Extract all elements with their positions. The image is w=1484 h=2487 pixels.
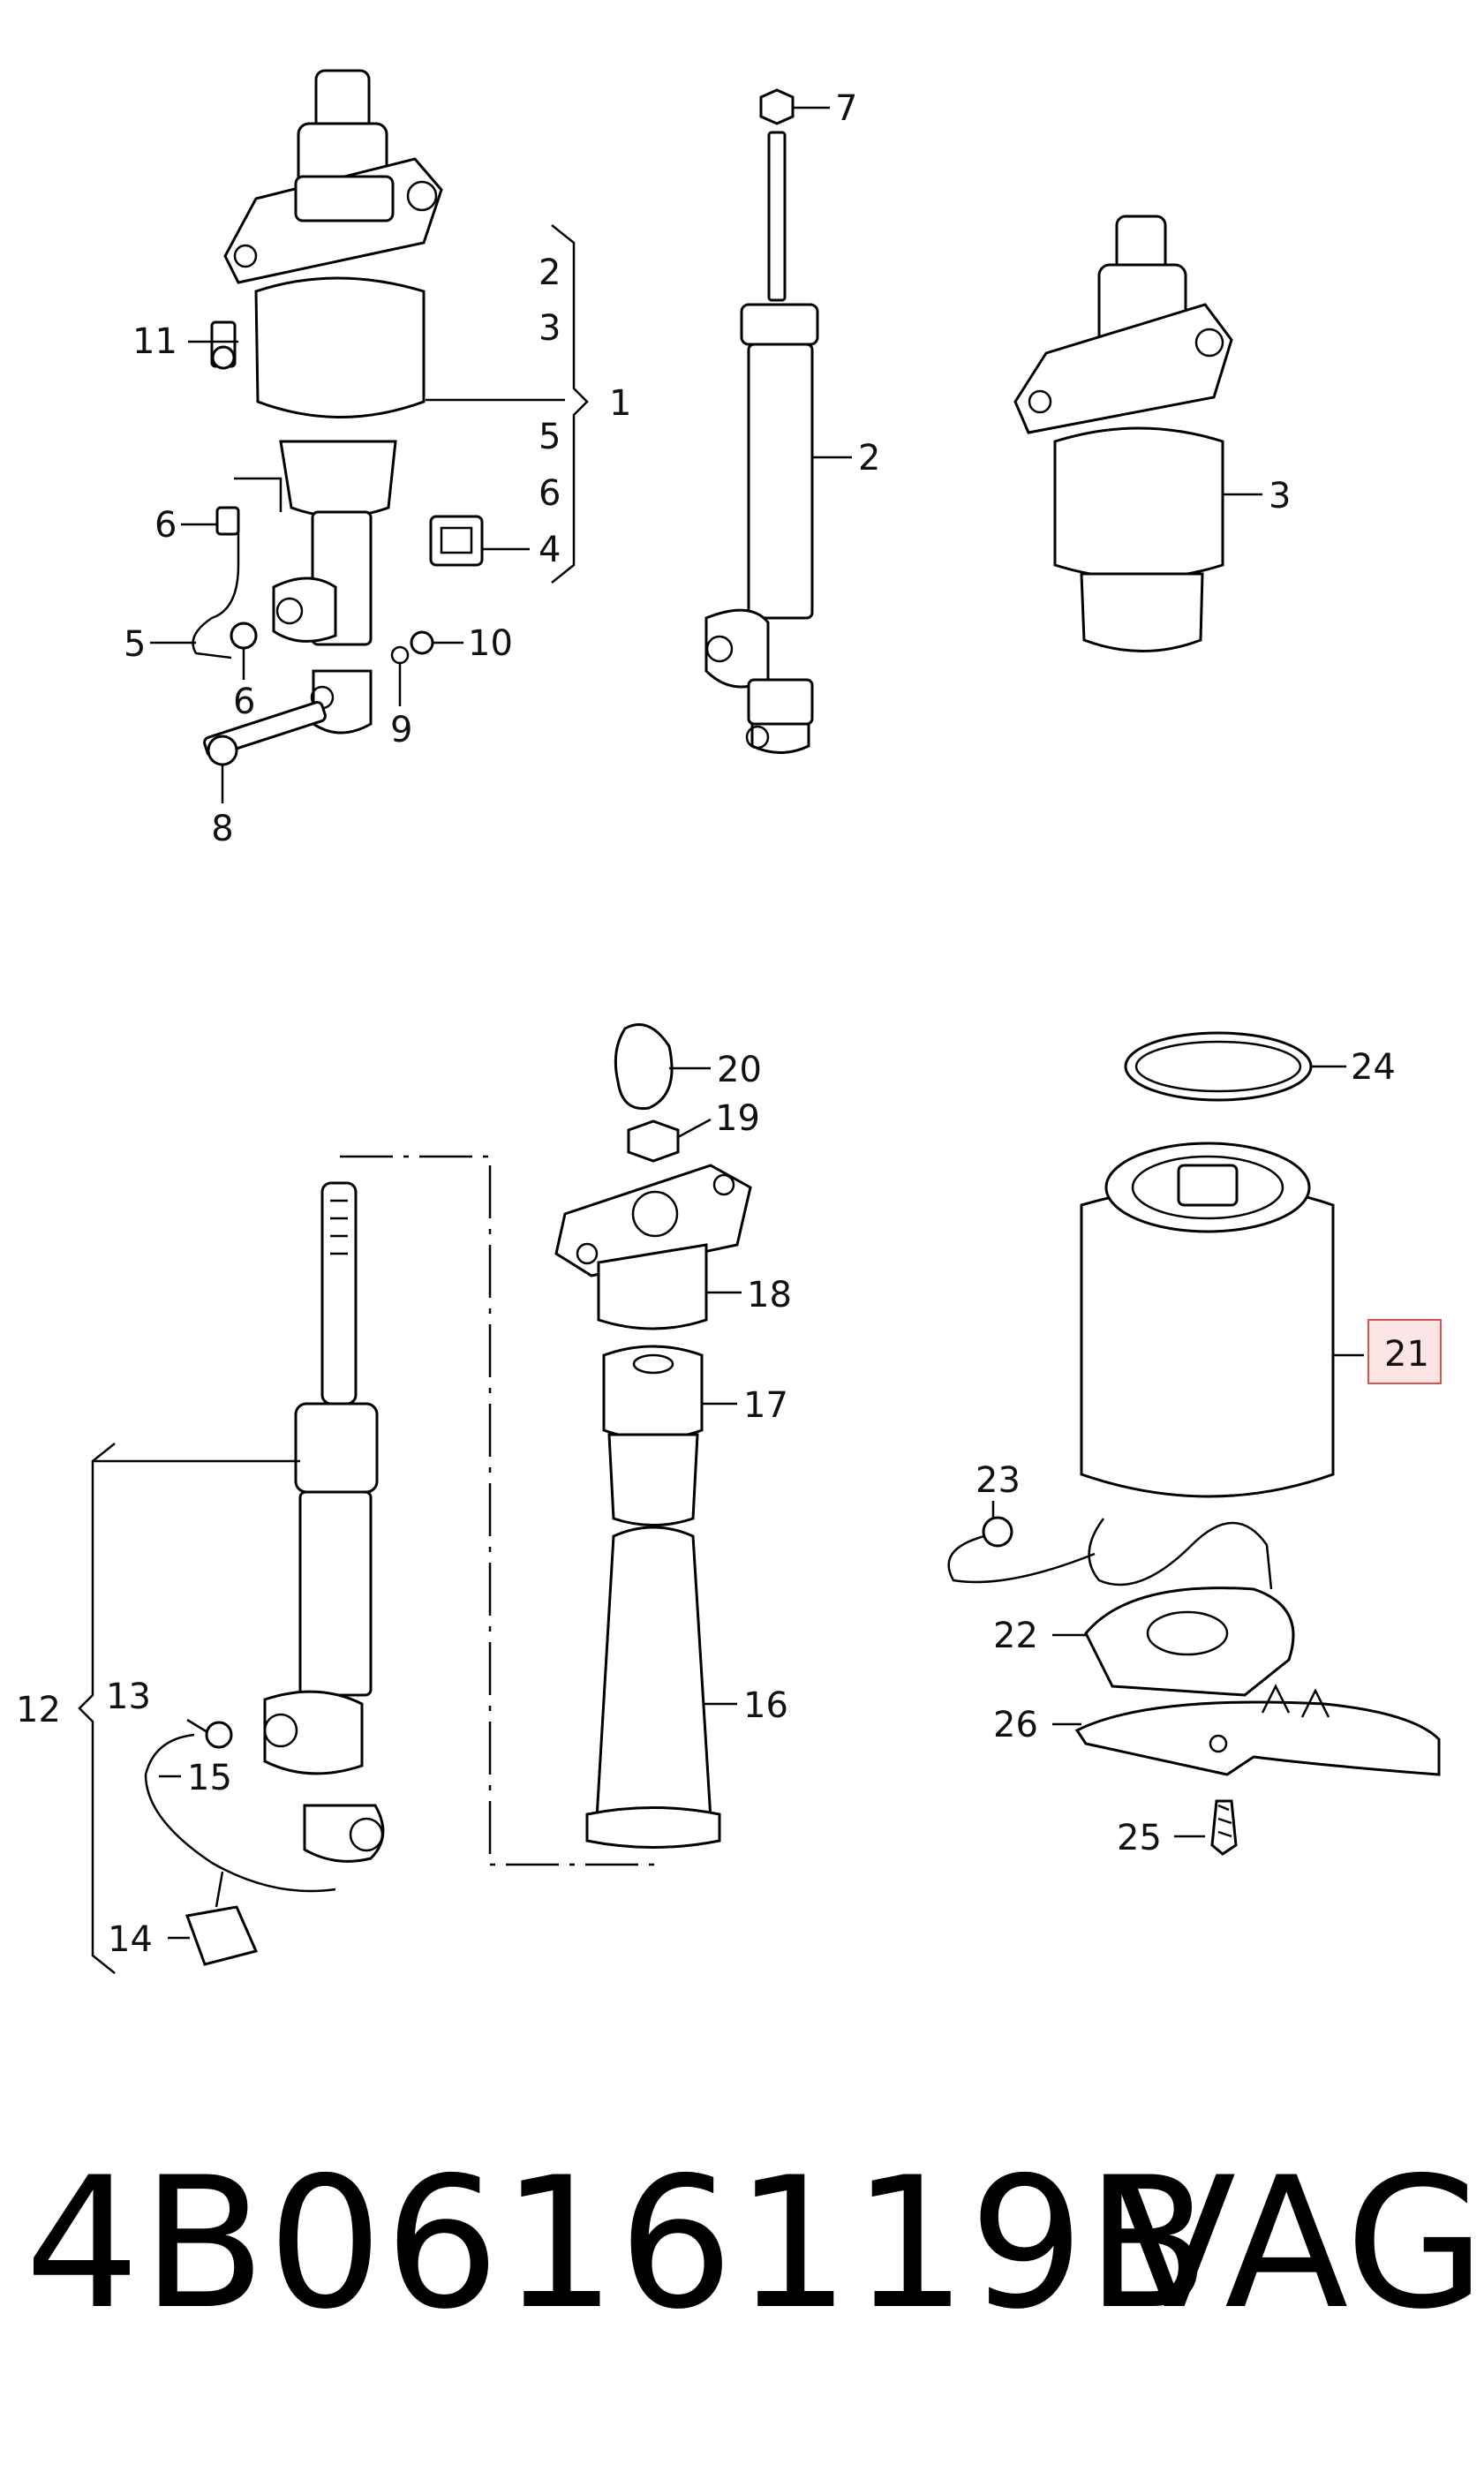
callout-8: 8 <box>211 809 233 849</box>
callout-12: 12 <box>16 1690 61 1730</box>
brand-name: VAG <box>1112 2139 1484 2349</box>
callout-20: 20 <box>717 1050 762 1090</box>
callout-17: 17 <box>743 1385 788 1426</box>
callout-19: 19 <box>715 1098 760 1139</box>
callout-18: 18 <box>747 1275 792 1315</box>
callout-6a: 6 <box>539 473 561 514</box>
callout-6b: 6 <box>154 505 177 546</box>
callout-26: 26 <box>993 1705 1038 1745</box>
strut-assembly <box>150 69 589 803</box>
callout-16: 16 <box>743 1685 788 1726</box>
callout-11: 11 <box>132 321 177 362</box>
callout-labels: 2 3 1 5 6 4 11 6 5 6 8 9 10 7 2 3 12 13 … <box>16 88 1429 1960</box>
top-mount-stack <box>554 1023 752 1849</box>
callout-9: 9 <box>390 710 412 750</box>
callout-24: 24 <box>1351 1047 1396 1088</box>
callout-3: 3 <box>1269 476 1291 516</box>
air-spring-exploded <box>947 1031 1441 1856</box>
strut-lower-assembly <box>78 1155 658 1974</box>
callout-3a: 3 <box>539 308 561 349</box>
callout-25: 25 <box>1117 1818 1162 1858</box>
callout-5: 5 <box>124 624 146 665</box>
callout-2a: 2 <box>539 252 561 293</box>
part-number: 4B0616119B <box>25 2139 1212 2349</box>
callout-14: 14 <box>108 1919 153 1960</box>
callout-21: 21 <box>1384 1334 1429 1375</box>
callout-6c: 6 <box>233 682 255 722</box>
exploded-parts-diagram: 2 3 1 5 6 4 11 6 5 6 8 9 10 7 2 3 12 13 … <box>16 69 1442 1974</box>
callout-5a: 5 <box>539 417 561 457</box>
callout-4: 4 <box>539 530 561 570</box>
callout-1: 1 <box>609 383 631 424</box>
air-spring-top <box>1013 215 1262 652</box>
callout-13: 13 <box>106 1677 151 1717</box>
callout-22: 22 <box>993 1616 1038 1656</box>
callout-21-highlight <box>1367 1319 1442 1384</box>
callout-10: 10 <box>468 623 513 664</box>
shock-absorber <box>704 88 852 754</box>
callout-2: 2 <box>858 438 880 479</box>
callout-7: 7 <box>835 88 857 129</box>
callout-23: 23 <box>976 1460 1021 1501</box>
callout-15: 15 <box>187 1758 232 1798</box>
